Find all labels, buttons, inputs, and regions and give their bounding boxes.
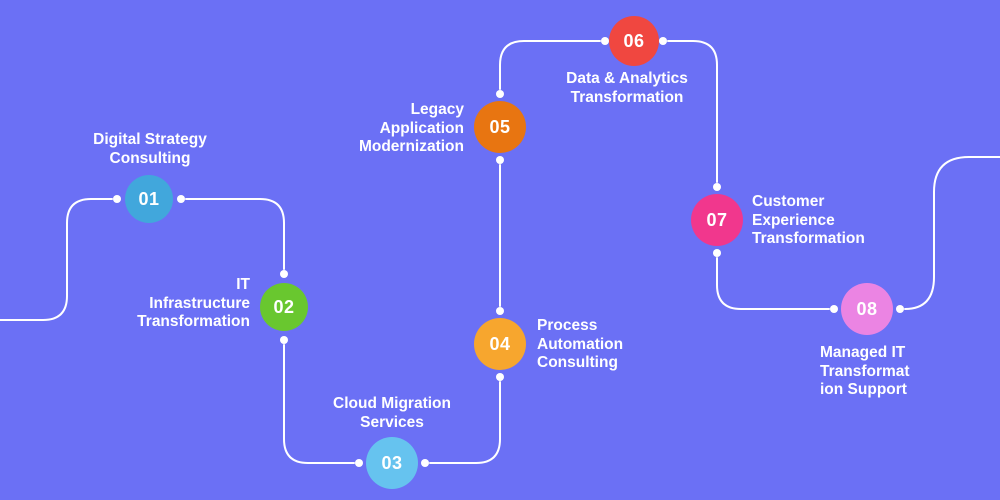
connector-segment-exit: [904, 156, 1000, 310]
connector-dot: [280, 336, 288, 344]
step-label-02: IT Infrastructure Transformation: [137, 276, 250, 331]
connector-dot: [896, 305, 904, 313]
connector-dot: [496, 90, 504, 98]
connector-segment-1-2: [185, 198, 285, 270]
step-number-08: 08: [856, 298, 878, 319]
connector-dot: [713, 249, 721, 257]
connector-dot: [713, 183, 721, 191]
connector-dot: [280, 270, 288, 278]
step-circle-08: 08: [841, 283, 893, 335]
step-label-08: Managed IT Transformat ion Support: [820, 344, 910, 399]
step-number-03: 03: [381, 452, 403, 473]
step-number-06: 06: [623, 30, 645, 51]
step-circle-07: 07: [691, 194, 743, 246]
step-number-02: 02: [273, 296, 295, 317]
step-number-04: 04: [489, 333, 511, 354]
connector-segment-2-3: [283, 344, 355, 464]
connector-dot: [496, 307, 504, 315]
connector-dot: [830, 305, 838, 313]
step-label-01: Digital Strategy Consulting: [93, 131, 207, 167]
connector-dot: [601, 37, 609, 45]
step-label-05: Legacy Application Modernization: [358, 101, 464, 156]
connector-segment-5-6: [499, 40, 601, 90]
step-number-05: 05: [489, 116, 511, 137]
step-circle-01: 01: [125, 175, 173, 223]
connector-segment-3-4: [429, 381, 501, 464]
connector-dot: [177, 195, 185, 203]
step-circle-03: 03: [366, 437, 418, 489]
step-label-03: Cloud Migration Services: [333, 395, 451, 431]
step-label-04: Process Automation Consulting: [537, 317, 624, 372]
connector-dot: [421, 459, 429, 467]
connector-dot: [659, 37, 667, 45]
connector-dot: [355, 459, 363, 467]
connector-segment-entry: [0, 198, 113, 321]
step-circle-06: 06: [609, 16, 659, 66]
connector-segment-6-7: [667, 40, 718, 183]
connector-segment-7-8: [716, 257, 830, 310]
step-label-07: Customer Experience Transformation: [752, 193, 865, 248]
connector-dot: [113, 195, 121, 203]
step-number-01: 01: [138, 188, 160, 209]
connector-dot: [496, 156, 504, 164]
step-number-07: 07: [706, 209, 728, 230]
step-circle-02: 02: [260, 283, 308, 331]
connector-dot: [496, 373, 504, 381]
step-circle-05: 05: [474, 101, 526, 153]
step-circle-04: 04: [474, 318, 526, 370]
step-label-06: Data & Analytics Transformation: [566, 70, 688, 106]
